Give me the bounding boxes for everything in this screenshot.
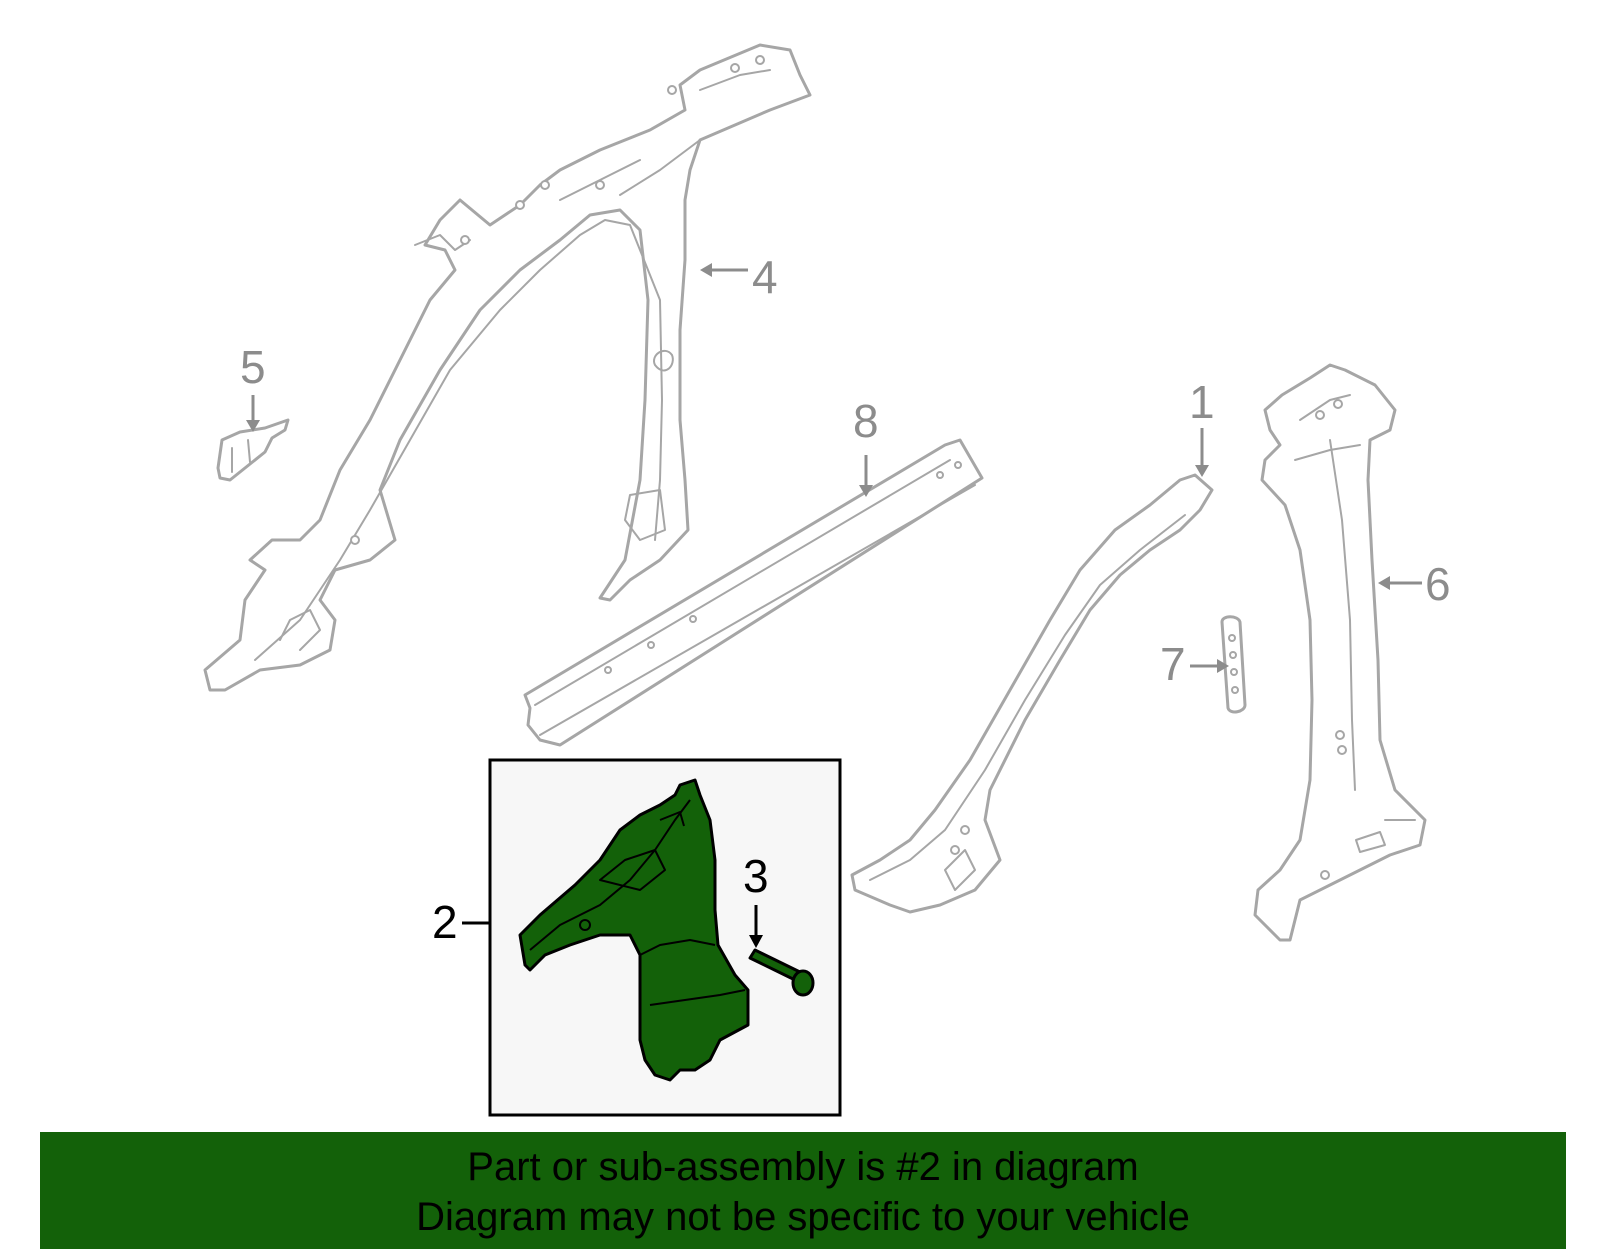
svg-text:3: 3 xyxy=(743,850,769,902)
svg-text:7: 7 xyxy=(1160,638,1186,690)
svg-text:2: 2 xyxy=(432,896,458,948)
callout-5: 5 xyxy=(240,341,266,432)
callout-2: 2 xyxy=(432,896,490,948)
callout-4: 4 xyxy=(700,251,778,303)
callout-3: 3 xyxy=(743,850,769,948)
callout-1: 1 xyxy=(1189,376,1215,477)
svg-text:1: 1 xyxy=(1189,376,1215,428)
part-5-bracket[interactable] xyxy=(216,418,290,482)
part-8-rocker-reinforcement[interactable] xyxy=(523,438,984,747)
part-6-center-pillar[interactable] xyxy=(1253,363,1427,942)
svg-text:6: 6 xyxy=(1425,558,1451,610)
part-1-roof-rail[interactable] xyxy=(850,473,1214,914)
part-7-reinforcement-plate[interactable] xyxy=(1220,615,1247,714)
banner-line-1: Part or sub-assembly is #2 in diagram xyxy=(467,1145,1139,1189)
svg-text:5: 5 xyxy=(240,341,266,393)
callout-6: 6 xyxy=(1378,558,1451,610)
part-4-pillar-assembly[interactable] xyxy=(203,43,812,692)
info-banner: Part or sub-assembly is #2 in diagram Di… xyxy=(40,1132,1566,1249)
part-2-highlighted-pillar-inner[interactable] xyxy=(518,778,750,1082)
svg-text:8: 8 xyxy=(853,395,879,447)
svg-text:4: 4 xyxy=(752,251,778,303)
callout-7: 7 xyxy=(1160,638,1229,690)
banner-line-2: Diagram may not be specific to your vehi… xyxy=(416,1195,1190,1239)
part-3-pin-highlighted[interactable] xyxy=(748,948,815,997)
callout-8: 8 xyxy=(853,395,879,497)
